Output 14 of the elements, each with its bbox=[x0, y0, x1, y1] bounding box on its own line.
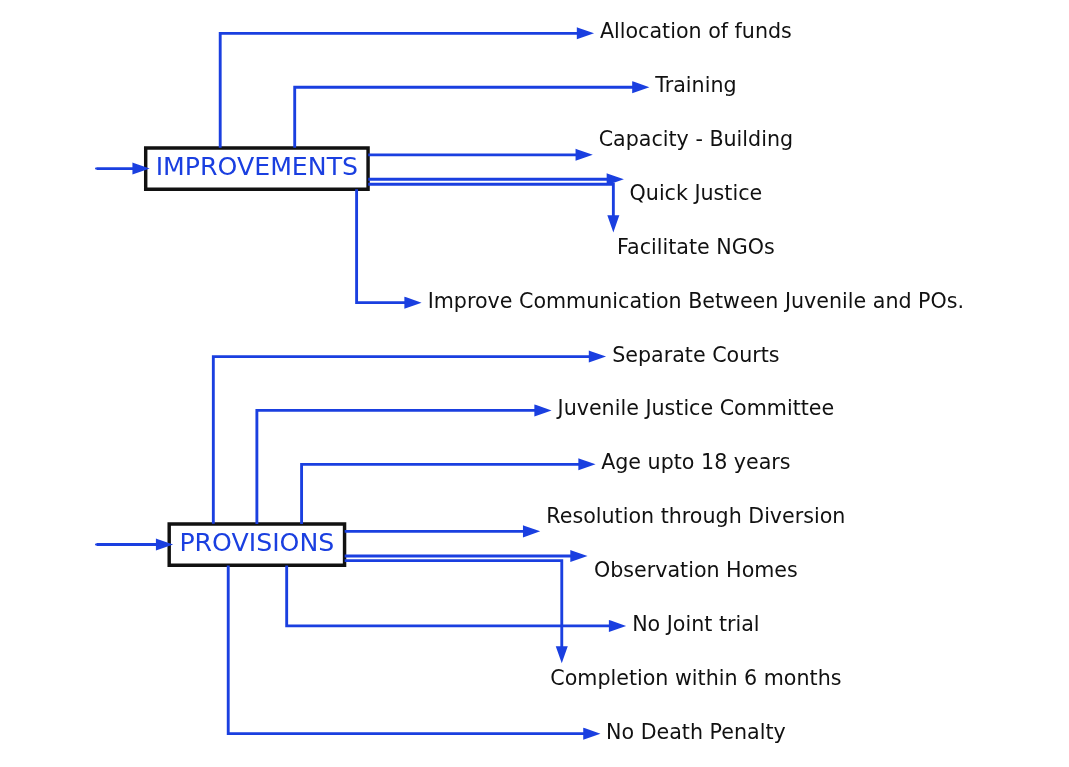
node-text: Improve Communication Between Juvenile and POs. bbox=[427, 288, 964, 313]
node-text: Facilitate NGOs bbox=[616, 234, 775, 259]
node-text: Completion within 6 months bbox=[549, 665, 841, 690]
node-text: Age upto 18 years bbox=[600, 450, 791, 475]
node-text: Allocation of funds bbox=[599, 19, 792, 44]
node-text: Observation Homes bbox=[593, 558, 798, 583]
node-text: Juvenile Justice Committee bbox=[557, 396, 834, 421]
node-text: Training bbox=[654, 73, 737, 98]
node-text: Resolution through Diversion bbox=[545, 504, 845, 529]
node-text: Capacity - Building bbox=[598, 127, 793, 152]
node-text: No Death Penalty bbox=[605, 719, 786, 744]
node-text: Quick Justice bbox=[629, 180, 762, 205]
node-text: Separate Courts bbox=[611, 342, 780, 367]
node-text: No Joint trial bbox=[631, 611, 760, 636]
